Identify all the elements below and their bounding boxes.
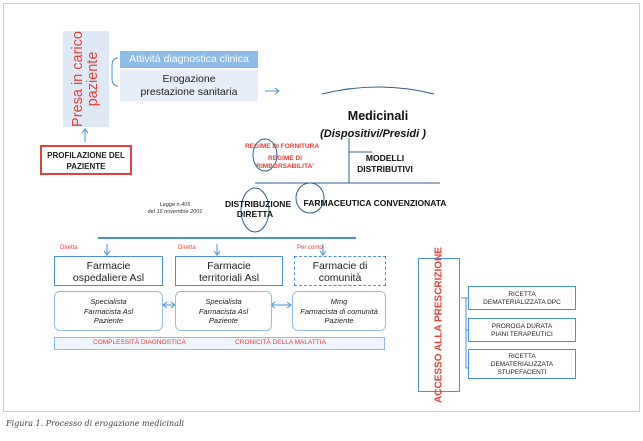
medicinali-title: Medicinali (347, 109, 409, 123)
medicinali-arc-top (321, 86, 435, 95)
erogazione-line1: Erogazione (162, 73, 216, 85)
distribuzione-diretta-label: DISTRIBUZIONE DIRETTA (225, 199, 292, 219)
presa-in-carico-box (63, 31, 109, 127)
channel-3-actor-2: Farmacista di comunità (300, 306, 378, 316)
rx-1-line2: DEMATERIALIZZATA DPC (483, 299, 561, 306)
channel-2-actor-1: Specialista (205, 297, 242, 306)
attivita-diagnostica-box: Attività diagnostica clinica (120, 51, 258, 68)
arrowhead-medicinali (274, 87, 280, 95)
erogazione-box: Erogazione prestazione sanitaria (120, 70, 258, 101)
distribuzione-line2: DIRETTA (236, 209, 274, 219)
farmaceutica-ellipse (295, 182, 325, 214)
proroga-piani-box: PROROGA DURATA PIANI TERAPEUTICI (468, 318, 576, 342)
channel-1-title-line2: ospedaliere Asl (72, 272, 145, 284)
channel-2-actor-3: Paziente (208, 316, 239, 325)
accesso-prescrizione-label: ACCESSO ALLA PRESCRIZIONE (433, 247, 445, 403)
regime-rimb-line2: RIMBORSABILITA' (256, 163, 314, 170)
rx-3-line3: STUPEFACENTI (497, 369, 547, 376)
rx-2-line2: PIANI TERAPEUTICI (491, 331, 553, 338)
profilazione-box: PROFILAZIONE DEL PAZIENTE (40, 145, 132, 175)
farmacie-territoriali-box: Farmacie territoriali Asl (175, 256, 283, 286)
presa-in-carico-label: Presa in carico paziente (70, 31, 101, 127)
channel-1-actor-3: Paziente (93, 316, 124, 325)
rx-3-line1: RICETTA (508, 353, 536, 360)
rx-3-line2: DEMATERIALIZZATA (490, 361, 554, 368)
channel-1-title-line1: Farmacie (86, 260, 131, 272)
arrowhead-up (81, 128, 89, 134)
erogazione-line2: prestazione sanitaria (140, 86, 238, 98)
rx-2-line1: PROROGA DURATA (491, 323, 553, 330)
channel-3-actors: Mmg Farmacista di comunità Paziente (292, 291, 386, 331)
channel-1-actors: Specialista Farmacista Asl Paziente (54, 291, 163, 331)
complessita-label: COMPLESSITÀ DIAGNOSTICA (93, 339, 186, 346)
presa-line2: paziente (85, 51, 101, 107)
channel-3-actor-1: Mmg (330, 297, 348, 306)
regime-fornitura-label: REGIME DI FORNITURA (244, 143, 320, 150)
channel-tag-3: Per conto (297, 245, 323, 251)
medicinali-subtitle: (Dispositivi/Presidi ) (320, 128, 426, 140)
farmaceutica-convenzionata-label: FARMACEUTICA CONVENZIONATA (303, 198, 447, 208)
modelli-line2: DISTRIBUTIVI (357, 164, 413, 174)
channel-3-actor-3: Paziente (324, 316, 354, 325)
farmacie-comunita-box: Farmacie di comunità (294, 256, 386, 286)
modelli-line1: MODELLI (365, 153, 405, 163)
figure-border (3, 3, 640, 412)
channel-3-title-line2: comunità (318, 272, 362, 284)
channel-1-actor-1: Specialista (90, 297, 127, 306)
channel-3-title-line1: Farmacie di (312, 260, 368, 272)
regime-ellipse (252, 138, 278, 172)
rx-1-line1: RICETTA (508, 291, 536, 298)
farmacie-ospedaliere-box: Farmacie ospedaliere Asl (54, 256, 163, 286)
accesso-prescrizione-box (418, 258, 460, 392)
profilazione-line2: PAZIENTE (66, 162, 106, 171)
complessita-cronicita-bar (54, 337, 385, 350)
channel-2-title-line1: Farmacie (207, 260, 251, 272)
channel-2-actor-2: Farmacista Asl (198, 306, 249, 316)
figure-caption: Figura 1. Processo di erogazione medicin… (6, 419, 185, 428)
ricetta-dpc-box: RICETTA DEMATERIALIZZATA DPC (468, 286, 576, 310)
legge-line1: Legge n.405 (159, 202, 191, 208)
legge-note: Legge n.405 del 16 novembre 2001 (130, 202, 220, 216)
channel-1-actor-2: Farmacista Asl (83, 306, 134, 316)
channel-2-actors: Specialista Farmacista Asl Paziente (175, 291, 272, 331)
modelli-distributivi-label: MODELLI DISTRIBUTIVI (355, 153, 415, 175)
cronicita-label: CRONICITÀ DELLA MALATTIA (235, 339, 326, 346)
bracket-left (111, 57, 119, 87)
profilazione-line1: PROFILAZIONE DEL (47, 151, 125, 160)
channel-tag-2: Diretta (178, 245, 196, 251)
legge-line2: del 16 novembre 2001 (147, 209, 203, 215)
distribuzione-ellipse (240, 187, 270, 233)
channel-2-title-line2: territoriali Asl (198, 272, 260, 284)
regime-rimborsabilita-label: REGIME DI RIMBORSABILITA' (252, 155, 318, 171)
ricetta-stupefacenti-box: RICETTA DEMATERIALIZZATA STUPEFACENTI (468, 349, 576, 379)
channel-tag-1: Diretta (60, 245, 78, 251)
distribuzione-line1: DISTRIBUZIONE (225, 199, 292, 209)
presa-line1: Presa in carico (70, 31, 86, 127)
regime-rimb-line1: REGIME DI (268, 155, 302, 162)
